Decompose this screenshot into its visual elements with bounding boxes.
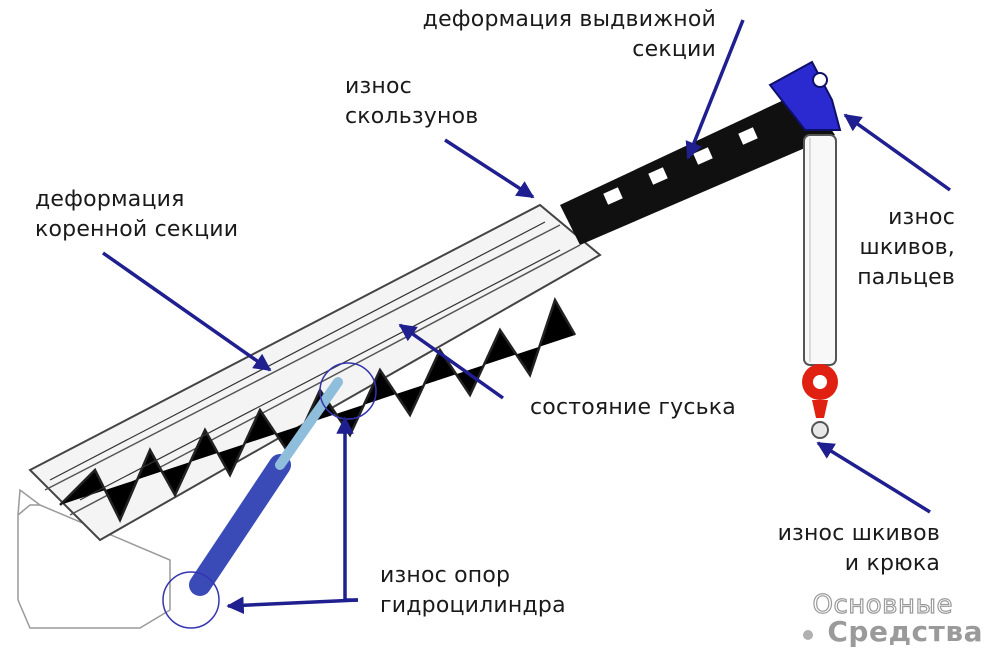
cylinder-bottom-support-circle	[162, 571, 220, 629]
hydraulic-cylinder	[189, 377, 343, 596]
label-jib-condition: состояние гуська	[530, 395, 736, 420]
hoist-rope-block	[803, 134, 837, 366]
boom-head	[768, 60, 842, 131]
logo-line-2: Средства	[827, 615, 983, 648]
logo-line-1: Основные	[812, 589, 953, 620]
label-extension-section-deformation: деформация выдвижной секции	[422, 7, 716, 62]
arrow-hook-sheave-wear	[816, 441, 931, 514]
arrow-slider-wear	[444, 138, 535, 199]
base-boom-section	[28, 203, 602, 542]
hook	[802, 364, 838, 439]
arrow-sheave-pin-wear	[843, 113, 952, 192]
label-slider-wear: износ скользунов	[345, 74, 479, 129]
logo-dot	[803, 630, 813, 640]
pointer-arrows	[101, 19, 952, 615]
extension-boom-section	[560, 90, 835, 245]
arrow-cylinder-support-upper	[336, 416, 358, 602]
arrow-cylinder-support-lower	[226, 596, 359, 615]
label-base-section-deformation: деформация коренной секции	[35, 187, 239, 242]
label-hook-sheave-wear: износ шкивов и крюка	[777, 521, 940, 576]
chassis-outline	[17, 488, 171, 629]
arrow-base-deformation	[101, 251, 272, 372]
label-sheave-pin-wear: износ шкивов, пальцев	[857, 205, 955, 290]
label-cylinder-support-wear: износ опор гидроцилиндра	[380, 563, 566, 618]
arrow-extension-deformation	[685, 19, 745, 160]
brand-logo: Основные Средства	[795, 589, 995, 650]
arrow-jib-condition	[398, 323, 505, 400]
